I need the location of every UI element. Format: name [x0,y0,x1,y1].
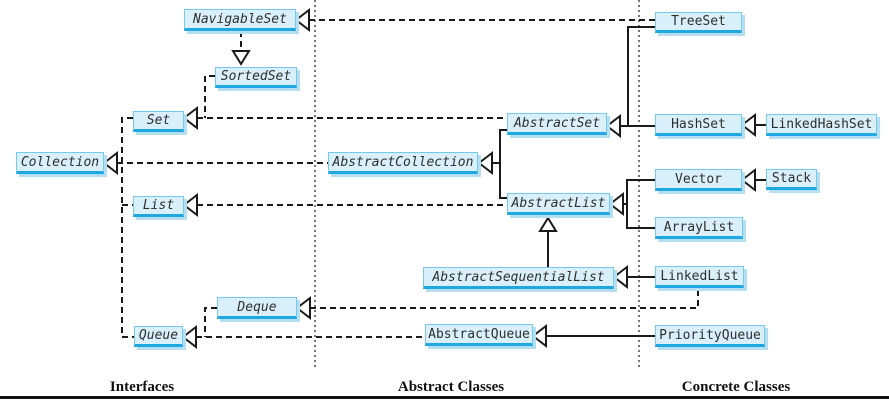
node-linked-hash-set: LinkedHashSet [766,114,877,136]
solid-connectors [492,26,766,337]
node-deque: Deque [217,297,297,319]
arrowheads [102,7,756,350]
node-vector: Vector [655,169,742,191]
node-tree-set: TreeSet [655,12,742,33]
bottom-rule [0,396,889,399]
node-array-list: ArrayList [655,217,743,239]
node-sorted-set: SortedSet [215,67,297,88]
node-abstract-collection: AbstractCollection [328,152,478,174]
node-set: Set [133,111,184,132]
node-abstract-queue: AbstractQueue [425,324,533,346]
node-navigable-set: NavigableSet [184,9,296,31]
node-list: List [133,196,184,217]
node-abstract-sequential-list: AbstractSequentialList [423,267,614,289]
node-stack: Stack [766,169,817,190]
column-label-abstract-classes: Abstract Classes [397,379,505,395]
node-abstract-set: AbstractSet [507,113,607,135]
node-queue: Queue [134,326,183,347]
node-hash-set: HashSet [655,114,742,136]
column-label-concrete-classes: Concrete Classes [681,379,791,395]
dashed-connectors [117,19,699,338]
node-priority-queue: PriorityQueue [655,325,765,347]
node-linked-list: LinkedList [655,266,744,288]
node-collection: Collection [16,152,104,174]
node-abstract-list: AbstractList [507,193,610,215]
column-label-interfaces: Interfaces [109,379,175,395]
